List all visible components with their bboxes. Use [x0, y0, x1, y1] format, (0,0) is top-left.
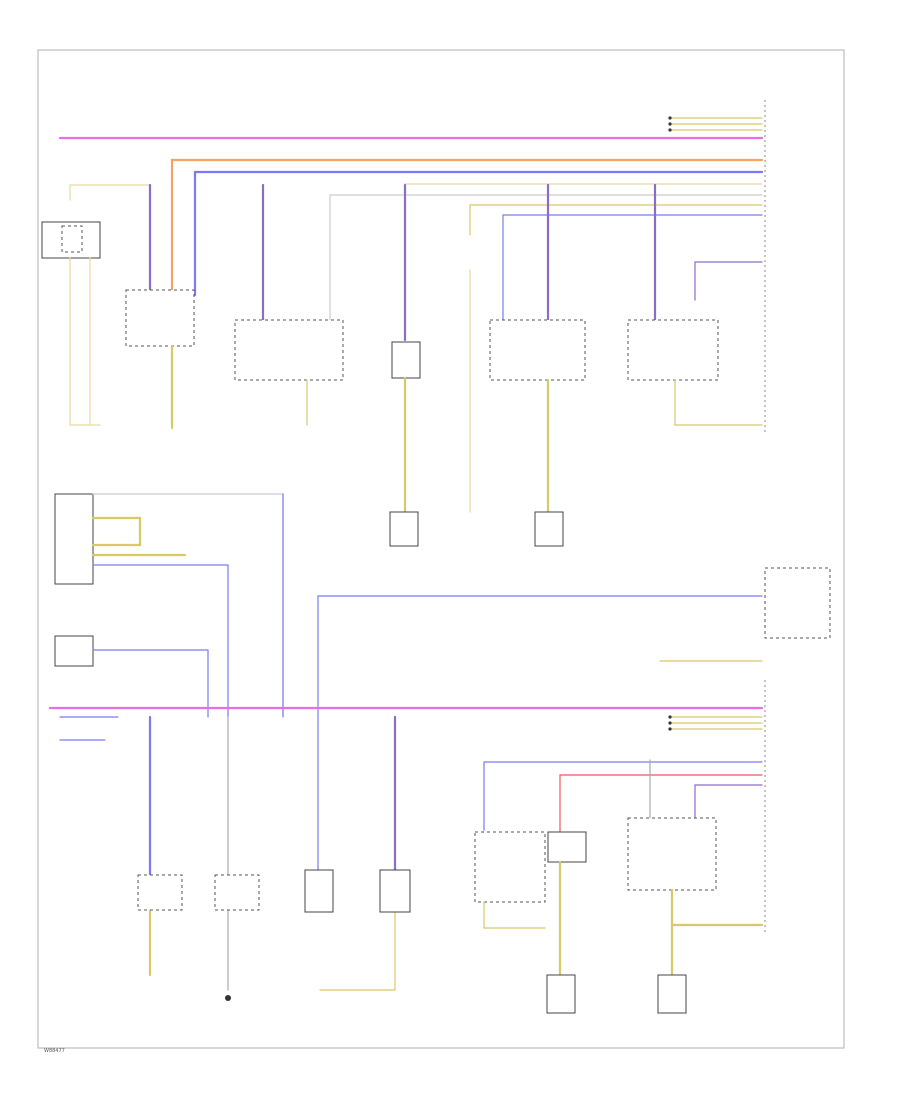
wire-yellow-br-3	[670, 888, 764, 977]
diagram-frame	[37, 49, 845, 1049]
wire-blue-sensor	[92, 649, 209, 718]
component-module-2	[125, 289, 195, 347]
component-lamp-2	[534, 511, 564, 547]
wire-yellow-mid-loop	[91, 516, 142, 547]
splice-dot	[668, 727, 672, 731]
component-bottom-2	[214, 874, 260, 911]
component-left-inner	[61, 225, 83, 253]
wire-blue-bottom-right	[483, 761, 763, 831]
wire-tan-mod5-loop	[674, 379, 763, 426]
wire-blue-mid-1	[92, 564, 229, 718]
wire-gray-mid-3	[92, 493, 284, 718]
component-left-module-mid	[54, 493, 94, 585]
component-module-3	[234, 319, 344, 381]
wire-violet-bottom-right	[694, 784, 763, 819]
component-bottom-right-2	[547, 831, 587, 863]
component-bottom-right-3	[627, 817, 717, 891]
splice-dot	[668, 116, 672, 120]
wire-blue-right-4	[502, 214, 763, 321]
component-lamp-3	[546, 974, 576, 1014]
wire-tan-top	[69, 184, 151, 201]
component-bottom-3	[304, 869, 334, 913]
wire-red-bottom-right	[559, 774, 763, 833]
component-module-4	[489, 319, 586, 381]
splice-dot	[668, 721, 672, 725]
component-lamp-1	[389, 511, 419, 547]
component-relay	[391, 341, 421, 379]
splice-dot	[668, 122, 672, 126]
wire-tan-left-down	[69, 257, 101, 426]
wire-orange-top	[170, 158, 764, 297]
splice-dot	[668, 715, 672, 719]
component-bottom-right-1	[474, 831, 546, 903]
wire-yellow-drop-3	[319, 909, 396, 991]
component-lamp-4	[657, 974, 687, 1014]
wire-tan-right-2	[469, 204, 763, 236]
wire-blue-top	[193, 170, 764, 297]
wire-stubs-top-right	[669, 117, 763, 131]
wire-yellow-br-loop	[483, 901, 546, 929]
ground-point	[225, 995, 231, 1001]
diagram-code-label: W88477	[44, 1048, 65, 1054]
component-module-5	[627, 319, 719, 381]
wire-gray-right-3	[329, 194, 763, 321]
splice-dot	[668, 128, 672, 132]
component-current-sensor	[54, 635, 94, 667]
component-bottom-4	[379, 869, 411, 913]
wire-stubs-bottom-right	[669, 716, 763, 730]
component-bottom-1	[137, 874, 183, 911]
wire-blue-long-mid	[317, 595, 763, 871]
component-right-switch	[764, 567, 831, 639]
wire-violet-right-5	[694, 261, 763, 301]
